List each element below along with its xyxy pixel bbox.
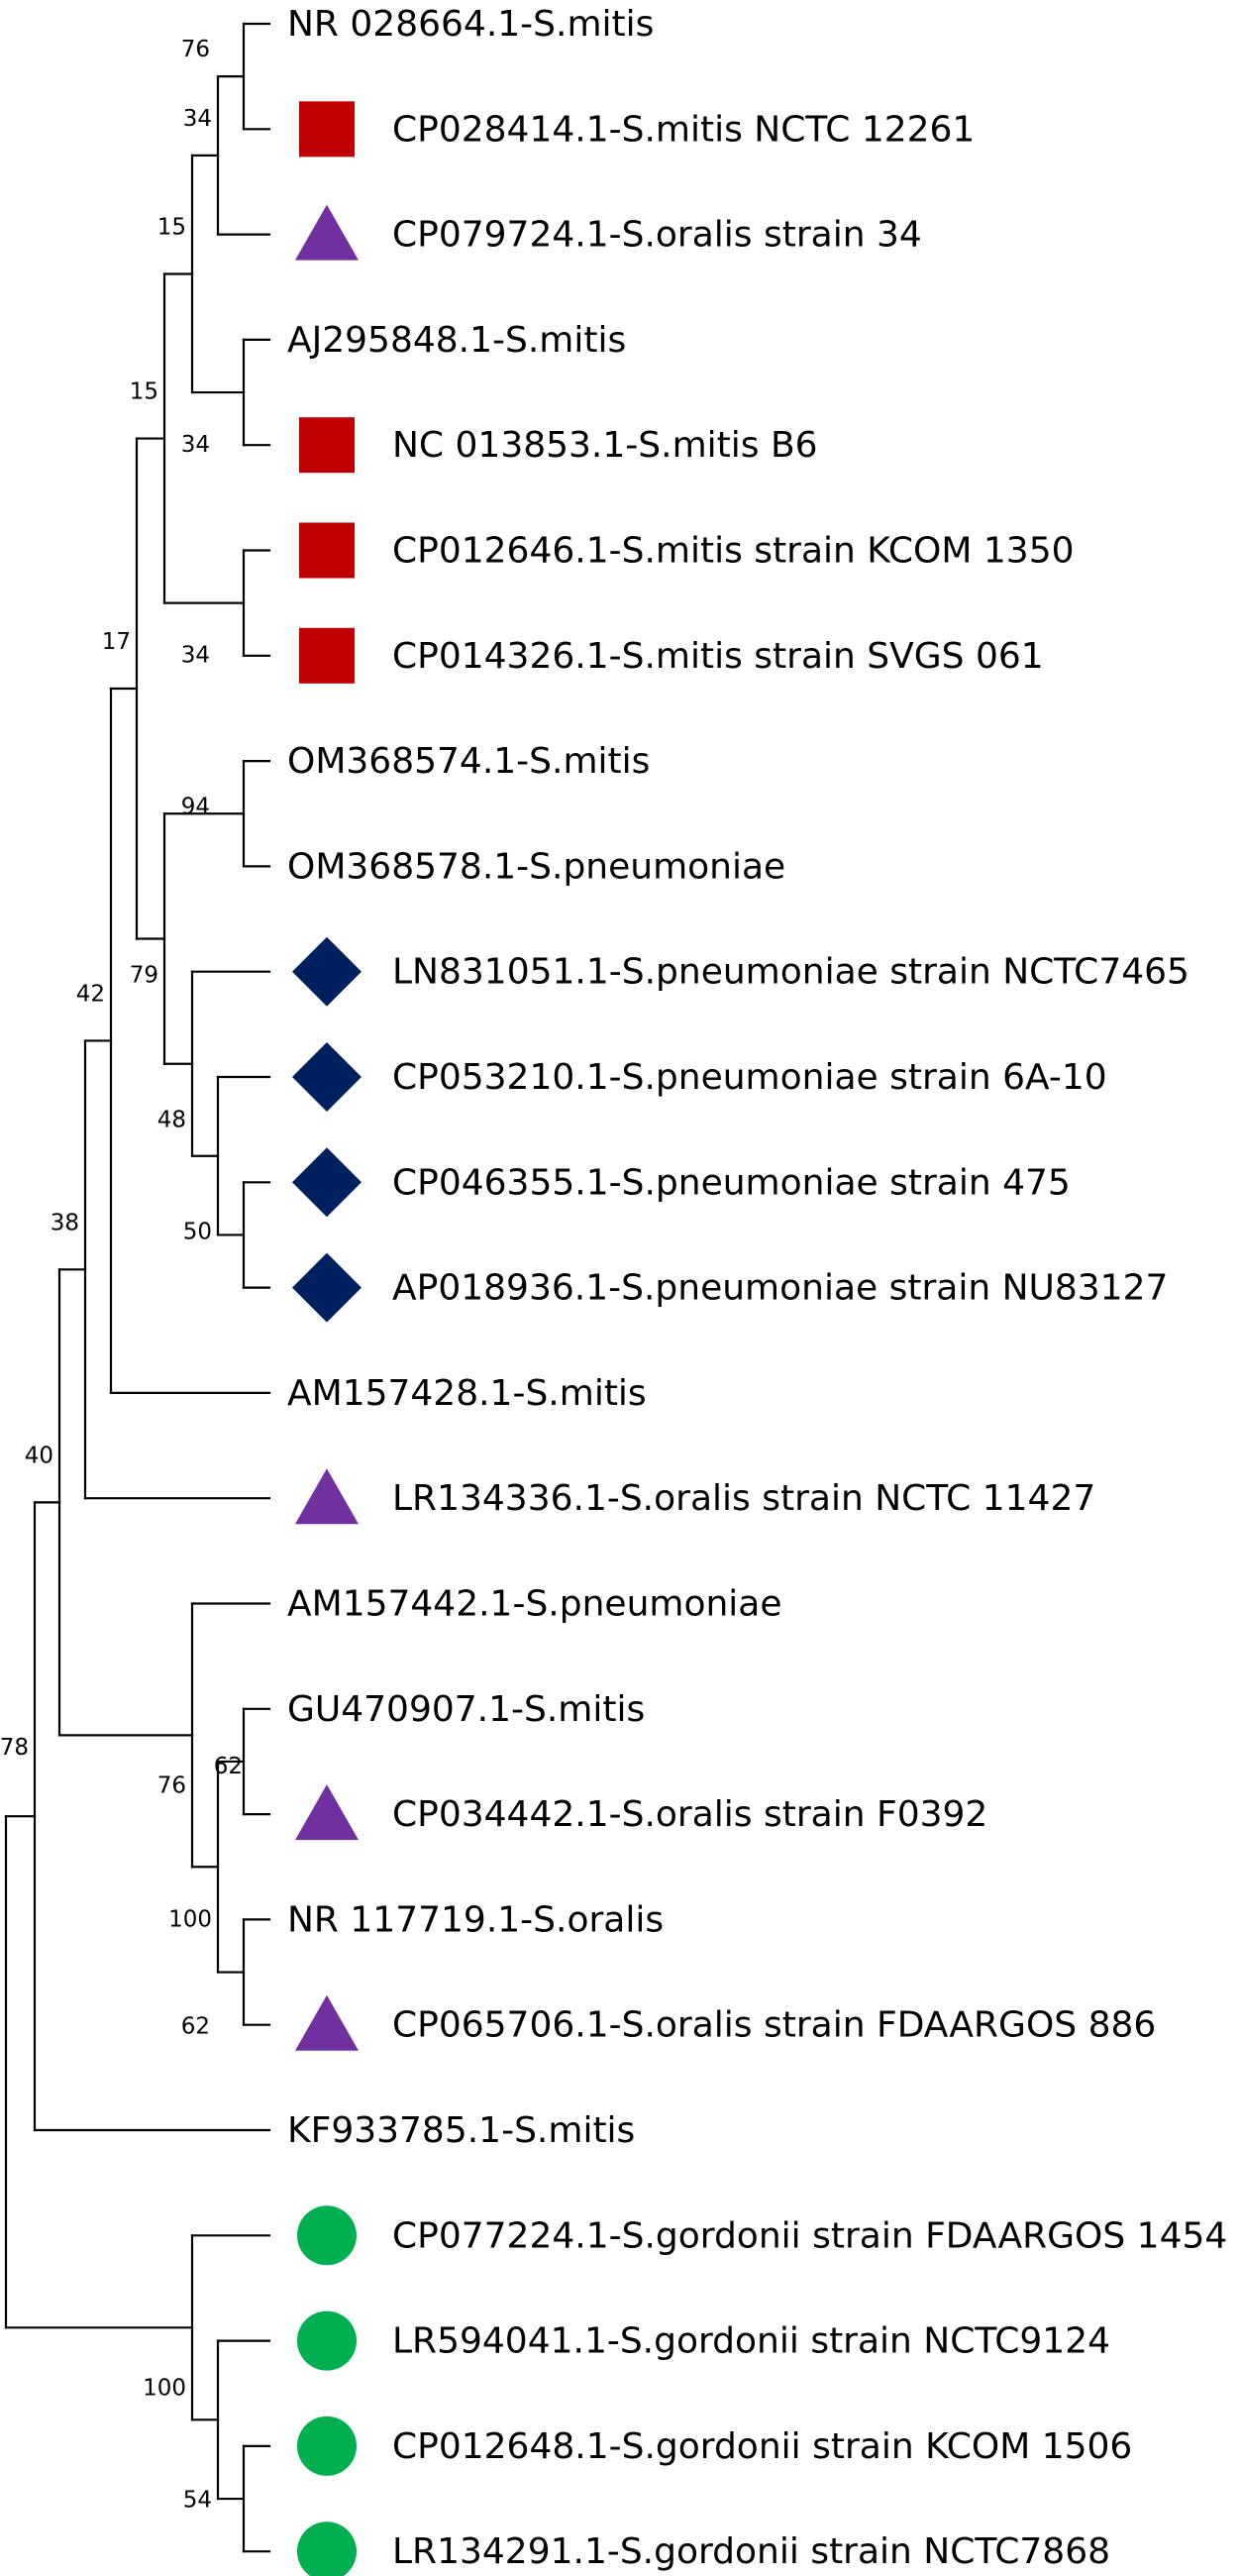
bootstrap-value: 50 <box>183 1220 212 1245</box>
leaf-label: CP079724.1-S.oralis strain 34 <box>392 215 922 256</box>
bootstrap-value: 15 <box>157 214 186 240</box>
leaf-label: NR 028664.1-S.mitis <box>287 4 654 45</box>
bootstrap-value: 54 <box>183 2487 212 2513</box>
bootstrap-value: 78 <box>0 1735 29 1761</box>
red-square-icon <box>299 101 355 158</box>
leaf-label: CP046355.1-S.pneumoniae strain 475 <box>392 1162 1071 1203</box>
purple-triangle-icon <box>295 1994 359 2051</box>
leaf-label: CP014326.1-S.mitis strain SVGS 061 <box>392 636 1044 677</box>
bootstrap-value: 40 <box>25 1443 53 1468</box>
leaf-label: LN831051.1-S.pneumoniae strain NCTC7465 <box>392 952 1189 993</box>
bootstrap-value: 48 <box>157 1108 186 1133</box>
green-circle-icon <box>297 2522 357 2576</box>
bootstrap-value: 76 <box>181 37 210 62</box>
leaf-label: OM368574.1-S.mitis <box>287 741 650 782</box>
leaf-label: CP077224.1-S.gordonii strain FDAARGOS 14… <box>392 2215 1227 2256</box>
green-circle-icon <box>297 2415 357 2476</box>
green-circle-icon <box>297 2205 357 2266</box>
leaf-label: LR134336.1-S.oralis strain NCTC 11427 <box>392 1478 1095 1519</box>
leaf-label: LR594041.1-S.gordonii strain NCTC9124 <box>392 2321 1110 2362</box>
leaf-label: KF933785.1-S.mitis <box>287 2110 635 2151</box>
navy-diamond-icon <box>292 936 362 1007</box>
leaf-label: NC 013853.1-S.mitis B6 <box>392 425 818 466</box>
leaf-label: GU470907.1-S.mitis <box>287 1689 645 1730</box>
red-square-icon <box>299 627 355 684</box>
leaf-label: LR134291.1-S.gordonii strain NCTC7868 <box>392 2531 1110 2572</box>
bootstrap-value: 79 <box>130 962 158 988</box>
leaf-label: AP018936.1-S.pneumoniae strain NU83127 <box>392 1268 1168 1309</box>
bootstrap-value: 62 <box>181 2014 210 2040</box>
leaf-label: AJ295848.1-S.mitis <box>287 320 626 361</box>
red-square-icon <box>299 522 355 579</box>
leaf-label: AM157442.1-S.pneumoniae <box>287 1584 782 1625</box>
purple-triangle-icon <box>295 204 359 261</box>
bootstrap-value: 94 <box>181 794 210 819</box>
bootstrap-value: 34 <box>181 432 210 458</box>
navy-diamond-icon <box>292 1042 362 1112</box>
bootstrap-value: 34 <box>181 643 210 669</box>
bootstrap-value: 38 <box>51 1210 79 1235</box>
purple-triangle-icon <box>295 1468 359 1525</box>
bootstrap-value: 76 <box>157 1772 186 1798</box>
bootstrap-value: 17 <box>102 629 131 655</box>
bootstrap-values: 78 40 38 42 17 15 15 34 76 34 34 79 94 48 50 76 100 62 62 1… <box>0 37 243 2513</box>
bootstrap-value: 100 <box>143 2375 186 2401</box>
navy-diamond-icon <box>292 1252 362 1323</box>
red-square-icon <box>299 417 355 474</box>
leaf-markers <box>292 101 362 2576</box>
bootstrap-value: 42 <box>76 981 105 1007</box>
bootstrap-value: 34 <box>183 106 212 132</box>
leaf-label: CP034442.1-S.oralis strain F0392 <box>392 1794 987 1835</box>
leaf-label: CP053210.1-S.pneumoniae strain 6A-10 <box>392 1057 1107 1098</box>
bootstrap-value: 62 <box>214 1754 243 1779</box>
purple-triangle-icon <box>295 1784 359 1841</box>
leaf-label: AM157428.1-S.mitis <box>287 1373 647 1414</box>
leaf-label: CP028414.1-S.mitis NCTC 12261 <box>392 109 975 150</box>
tree-branches <box>4 22 271 2553</box>
leaf-label: CP012646.1-S.mitis strain KCOM 1350 <box>392 531 1075 572</box>
leaf-label: NR 117719.1-S.oralis <box>287 1899 664 1940</box>
green-circle-icon <box>297 2310 357 2371</box>
leaf-label: CP065706.1-S.oralis strain FDAARGOS 886 <box>392 2005 1156 2046</box>
bootstrap-value: 15 <box>130 379 158 405</box>
leaf-label: CP012648.1-S.gordonii strain KCOM 1506 <box>392 2426 1132 2467</box>
navy-diamond-icon <box>292 1147 362 1218</box>
bootstrap-value: 100 <box>168 1906 212 1932</box>
leaf-label: OM368578.1-S.pneumoniae <box>287 846 785 887</box>
